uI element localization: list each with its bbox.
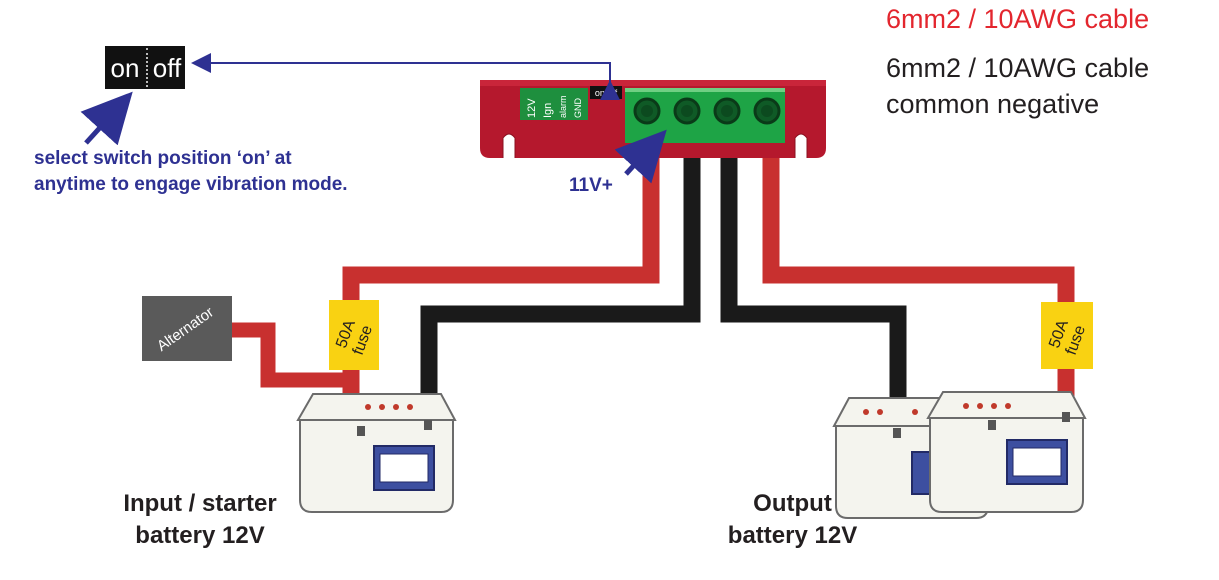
terminal-label-alarm: alarm: [558, 95, 568, 118]
terminal-label-ign: Ign: [542, 103, 554, 118]
switch-off-label: off: [152, 53, 182, 83]
input-battery-label-line2: battery 12V: [135, 522, 265, 549]
voltage-label: 11V+: [569, 175, 613, 196]
legend-black-cable-line1: 6mm2 / 10AWG cable: [886, 53, 1150, 83]
legend-black-cable-line2: common negative: [886, 89, 1100, 119]
switch-on-label: on: [110, 53, 140, 83]
input-battery-label: Input / starter battery 12V: [95, 488, 305, 552]
output-battery-label-line1: Output: [753, 490, 832, 517]
switch-divider: [146, 48, 148, 87]
remote-switch[interactable]: [105, 46, 185, 89]
legend-red-cable: 6mm2 / 10AWG cable: [886, 4, 1150, 34]
output-battery-label: Output battery 12V: [700, 488, 885, 552]
terminal-screws: [633, 97, 781, 125]
fuse-input: 50A fuse: [329, 300, 379, 370]
note-arrow: [80, 91, 133, 146]
black-cable-output: [720, 140, 907, 420]
switch-note: select switch position ‘on’ at anytime t…: [34, 148, 348, 195]
input-battery-label-line1: Input / starter: [123, 490, 277, 517]
terminal-label-gnd: GND: [573, 98, 583, 119]
mini-switch-label: on off: [595, 88, 618, 98]
terminal-label-12v: 12V: [526, 98, 538, 118]
voltage-arrow: [614, 129, 667, 184]
input-battery: [296, 393, 457, 513]
black-cable-input: [420, 140, 701, 412]
output-battery-front: [926, 391, 1087, 513]
legend-black-cable: 6mm2 / 10AWG cable common negative: [886, 50, 1149, 122]
alternator: Alternator: [142, 296, 232, 361]
red-cable-output: [762, 140, 1075, 412]
switch-link-arrow: [191, 53, 620, 100]
fuse-output: 50A fuse: [1041, 302, 1093, 369]
output-battery-label-line2: battery 12V: [727, 522, 858, 549]
